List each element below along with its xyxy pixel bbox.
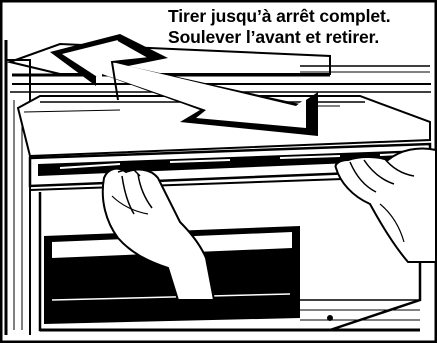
part-code-label: Cn-: [365, 246, 380, 256]
instruction-line-2: Soulever l’avant et retirer.: [168, 27, 379, 47]
instruction-line-1: Tirer jusqu’à arrêt complet.: [168, 6, 391, 26]
